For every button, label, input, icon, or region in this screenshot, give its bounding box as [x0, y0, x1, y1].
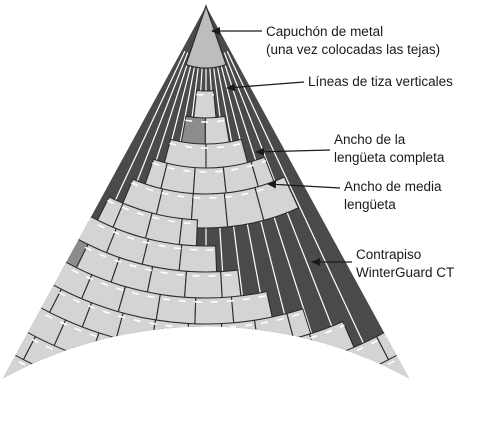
label-half-tab-2: lengüeta	[344, 197, 396, 212]
shingle-tab	[203, 347, 244, 379]
shingle-tab	[241, 398, 281, 434]
shingle-tab	[341, 365, 389, 379]
shingle-tab	[125, 341, 170, 379]
shingle-tab	[131, 398, 171, 434]
shingle-tab	[168, 402, 206, 434]
shingle-tab	[310, 350, 358, 379]
shingle-tab	[163, 347, 205, 379]
shingle-tab	[254, 176, 300, 222]
metal-cap	[185, 4, 227, 69]
label-underlayment-1: Contrapiso	[356, 247, 421, 262]
shingle-tab	[59, 380, 103, 421]
callout-leaders	[211, 27, 352, 266]
shingle-tab	[166, 375, 207, 379]
callout-labels: Capuchón de metal (una vez colocadas las…	[266, 24, 454, 280]
shingle-tab	[206, 402, 244, 434]
leader-chalk-lines	[226, 81, 305, 92]
shingle-tab	[274, 333, 322, 379]
course-line	[4, 353, 408, 379]
chalk-line	[226, 51, 382, 379]
shingle-tab	[128, 370, 172, 379]
course-line	[185, 119, 226, 123]
label-metal-cap-1: Capuchón de metal	[266, 24, 383, 39]
course-line	[169, 142, 243, 149]
shingle-tab	[95, 390, 137, 429]
course-line	[44, 284, 305, 329]
shingle-tab	[309, 380, 353, 421]
label-underlayment-2: WinterGuard CT	[356, 265, 454, 280]
shingle-tab	[220, 319, 261, 359]
shingle-tab	[275, 362, 322, 379]
shingle-tab	[23, 365, 71, 379]
shingle-tab	[54, 350, 102, 379]
label-metal-cap-2: (una vez colocadas las tejas)	[266, 42, 440, 57]
shingle-tab	[90, 362, 137, 379]
label-half-tab-1: Ancho de media	[344, 179, 442, 194]
course-line	[70, 239, 239, 277]
label-full-tab-2: lengüeta completa	[334, 150, 445, 165]
shingle-tab	[185, 322, 224, 359]
leader-half-tab	[267, 180, 341, 189]
course-line	[107, 199, 198, 225]
label-chalk-lines: Líneas de tiza verticales	[308, 74, 453, 89]
shingle-tab	[240, 370, 284, 379]
course-line	[83, 216, 216, 251]
shingle-tab	[205, 375, 246, 379]
label-full-tab-1: Ancho de la	[334, 132, 406, 147]
shingle-tab	[275, 390, 317, 429]
shingle-tab	[239, 342, 283, 379]
course-line	[196, 93, 215, 96]
course-line	[131, 179, 287, 199]
leader-full-tab	[255, 147, 331, 156]
